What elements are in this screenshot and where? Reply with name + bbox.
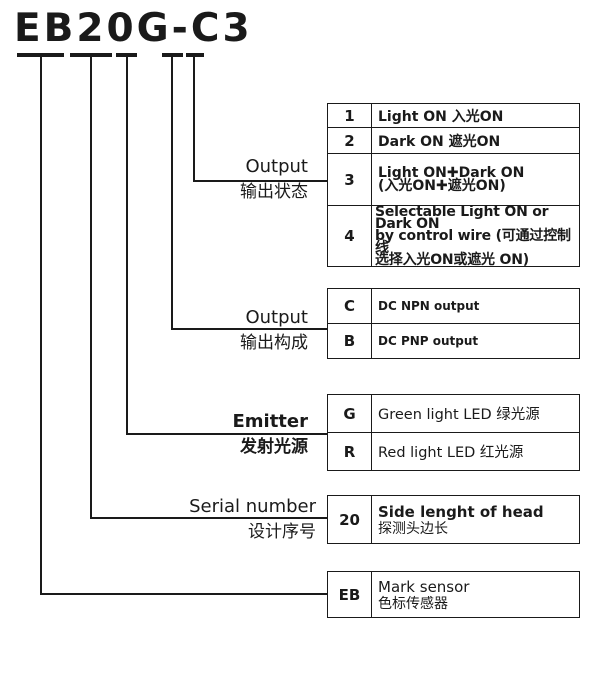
serial-row: 20 Side lenght of head 探测头边长 xyxy=(327,495,580,544)
mark-code: EB xyxy=(327,571,372,618)
output-state-row: 1 Light ON 入光ON xyxy=(327,103,580,128)
underline-c xyxy=(162,53,183,57)
output-state-row: 2 Dark ON 遮光ON xyxy=(327,127,580,154)
option-desc-line2: (入光ON✚遮光ON) xyxy=(378,177,506,194)
option-desc-line2: by control wire (可通过控制线 xyxy=(375,228,571,256)
emitter-label-en: Emitter xyxy=(232,411,308,432)
connector-3-h xyxy=(193,180,327,182)
output-state-row: 4 Selectable Light ON or Dark ON by cont… xyxy=(327,204,580,268)
underline-3 xyxy=(186,53,204,57)
output-state-label-en: Output xyxy=(245,156,308,177)
connector-g-h xyxy=(126,433,327,435)
option-code: G xyxy=(327,394,372,433)
connector-g-v xyxy=(126,56,128,435)
output-state-label-cn: 输出状态 xyxy=(240,182,308,202)
option-code: B xyxy=(327,323,372,359)
output-config-label: Output 输出构成 xyxy=(240,307,308,354)
option-desc: Light ON 入光ON xyxy=(371,103,580,128)
mark-desc-en: Mark sensor xyxy=(378,577,470,596)
output-config-label-cn: 输出构成 xyxy=(240,333,308,353)
connector-c-v xyxy=(171,56,173,330)
serial-desc: Side lenght of head 探测头边长 xyxy=(371,495,580,544)
connector-c-h xyxy=(171,328,327,330)
mark-table: EB Mark sensor 色标传感器 xyxy=(327,571,580,618)
connector-eb-v xyxy=(40,56,42,595)
underline-g xyxy=(116,53,137,57)
serial-code: 20 xyxy=(327,495,372,544)
option-code: 4 xyxy=(327,205,372,267)
option-desc: Dark ON 遮光ON xyxy=(371,127,580,154)
serial-label: Serial number 设计序号 xyxy=(189,496,316,543)
option-code: 1 xyxy=(327,103,372,128)
connector-20-v xyxy=(90,56,92,519)
underline-eb xyxy=(17,53,64,57)
output-state-table: 1 Light ON 入光ON 2 Dark ON 遮光ON 3 Light O… xyxy=(327,103,580,267)
serial-label-en: Serial number xyxy=(189,496,316,517)
connector-eb-h xyxy=(40,593,328,595)
option-desc: DC PNP output xyxy=(371,323,580,359)
option-code: 2 xyxy=(327,127,372,154)
emitter-row: R Red light LED 红光源 xyxy=(327,432,580,471)
output-state-row: 3 Light ON✚Dark ON (入光ON✚遮光ON) xyxy=(327,153,580,206)
option-desc-line3: 选择入光ON或遮光 ON) xyxy=(375,252,529,268)
mark-row: EB Mark sensor 色标传感器 xyxy=(327,571,580,618)
underline-20 xyxy=(70,53,112,57)
serial-label-cn: 设计序号 xyxy=(248,522,316,542)
option-desc: Light ON✚Dark ON (入光ON✚遮光ON) xyxy=(371,153,580,206)
output-config-table: C DC NPN output B DC PNP output xyxy=(327,288,580,359)
model-code: EB20G-C3 xyxy=(14,6,253,51)
emitter-label: Emitter 发射光源 xyxy=(232,411,308,458)
option-desc: Red light LED 红光源 xyxy=(371,432,580,471)
output-config-row: C DC NPN output xyxy=(327,288,580,324)
option-desc: Selectable Light ON or Dark ON by contro… xyxy=(371,204,580,268)
option-desc: DC NPN output xyxy=(371,288,580,324)
connector-20-h xyxy=(90,517,327,519)
output-state-label: Output 输出状态 xyxy=(240,156,308,203)
output-config-row: B DC PNP output xyxy=(327,323,580,359)
option-code: 3 xyxy=(327,153,372,206)
serial-desc-en: Side lenght of head xyxy=(378,502,544,521)
emitter-label-cn: 发射光源 xyxy=(240,437,308,457)
option-desc: Green light LED 绿光源 xyxy=(371,394,580,433)
connector-3-v xyxy=(193,56,195,182)
option-desc-line1: Light ON✚Dark ON xyxy=(378,164,525,181)
serial-desc-cn: 探测头边长 xyxy=(378,520,448,537)
emitter-table: G Green light LED 绿光源 R Red light LED 红光… xyxy=(327,394,580,471)
option-desc-line1: Selectable Light ON or Dark ON xyxy=(375,204,549,232)
option-code: C xyxy=(327,288,372,324)
output-config-label-en: Output xyxy=(245,307,308,328)
mark-desc: Mark sensor 色标传感器 xyxy=(371,571,580,618)
option-code: R xyxy=(327,432,372,471)
serial-table: 20 Side lenght of head 探测头边长 xyxy=(327,495,580,544)
emitter-row: G Green light LED 绿光源 xyxy=(327,394,580,433)
mark-desc-cn: 色标传感器 xyxy=(378,595,448,612)
